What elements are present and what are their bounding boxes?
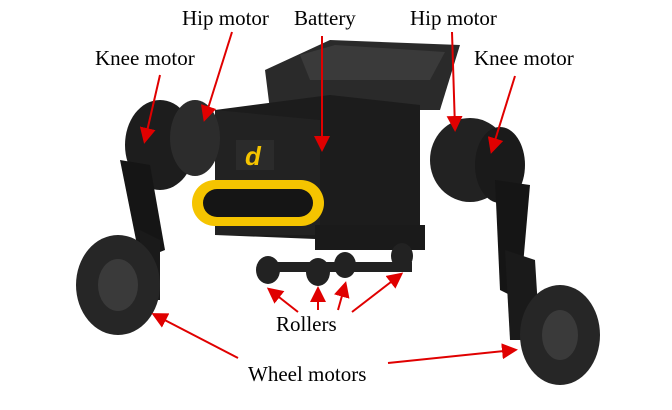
top-frame xyxy=(265,40,460,110)
arrow-hip-left xyxy=(200,31,233,122)
arrow-knee-left xyxy=(139,74,161,144)
arrow-wheel-left xyxy=(151,313,239,359)
arrow-knee-right xyxy=(487,75,516,154)
label-hip-motor-left: Hip motor xyxy=(182,6,269,30)
arrow-roller-1 xyxy=(266,287,299,313)
arrow-roller-4 xyxy=(351,272,404,313)
label-hip-motor-right: Hip motor xyxy=(410,6,497,30)
label-knee-motor-left: Knee motor xyxy=(95,46,195,70)
robot-body: d xyxy=(192,95,425,250)
label-rollers: Rollers xyxy=(276,312,337,336)
rollers xyxy=(256,243,413,286)
label-wheel-motors: Wheel motors xyxy=(248,362,367,386)
callout-arrows xyxy=(139,31,518,364)
right-leg xyxy=(430,118,600,385)
arrow-wheel-right xyxy=(387,343,518,364)
arrow-roller-3 xyxy=(334,281,350,311)
label-knee-motor-right: Knee motor xyxy=(474,46,574,70)
arrow-hip-right xyxy=(446,31,463,132)
label-battery: Battery xyxy=(294,6,356,30)
svg-text:d: d xyxy=(245,141,262,171)
